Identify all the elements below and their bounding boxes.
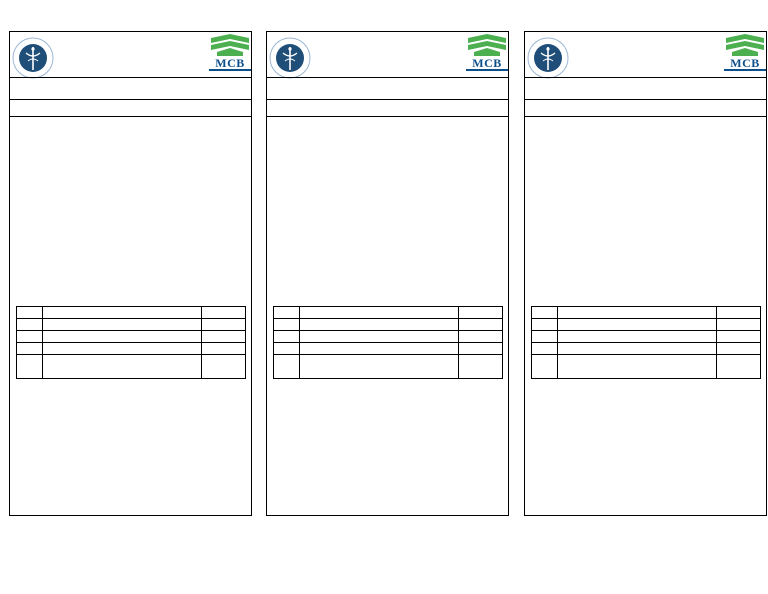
table-row xyxy=(531,330,761,343)
table-row xyxy=(16,318,246,331)
divider xyxy=(525,77,766,78)
divider xyxy=(525,99,766,100)
divider xyxy=(267,77,508,78)
table-row xyxy=(531,342,761,355)
slip-header: MCB xyxy=(267,32,508,79)
fee-slip-1: MCB xyxy=(9,31,252,516)
brand-underline xyxy=(466,69,508,71)
mcb-logo-icon: MCB xyxy=(724,33,766,71)
university-emblem-icon xyxy=(269,37,311,79)
university-emblem-icon xyxy=(12,37,54,79)
bank-name: MCB xyxy=(472,56,502,70)
fee-slip-3: MCB xyxy=(524,31,767,516)
fee-table xyxy=(16,306,246,379)
mcb-logo-icon: MCB xyxy=(209,33,251,71)
fee-table xyxy=(531,306,761,379)
table-row xyxy=(531,354,761,379)
divider xyxy=(525,116,766,117)
brand-underline xyxy=(209,69,251,71)
bank-name: MCB xyxy=(215,56,245,70)
table-row xyxy=(531,306,761,319)
table-row xyxy=(273,318,503,331)
table-row xyxy=(16,330,246,343)
brand-underline xyxy=(724,69,766,71)
table-row xyxy=(273,342,503,355)
fee-table xyxy=(273,306,503,379)
table-row xyxy=(273,330,503,343)
table-row xyxy=(16,354,246,379)
divider xyxy=(267,116,508,117)
slip-header: MCB xyxy=(10,32,251,79)
table-row xyxy=(273,306,503,319)
table-row xyxy=(16,306,246,319)
university-emblem-icon xyxy=(527,37,569,79)
divider xyxy=(10,99,251,100)
divider xyxy=(267,99,508,100)
bank-name: MCB xyxy=(730,56,760,70)
table-row xyxy=(531,318,761,331)
fee-slip-2: MCB xyxy=(266,31,509,516)
table-row xyxy=(273,354,503,379)
divider xyxy=(10,116,251,117)
divider xyxy=(10,77,251,78)
slip-header: MCB xyxy=(525,32,766,79)
table-row xyxy=(16,342,246,355)
mcb-logo-icon: MCB xyxy=(466,33,508,71)
